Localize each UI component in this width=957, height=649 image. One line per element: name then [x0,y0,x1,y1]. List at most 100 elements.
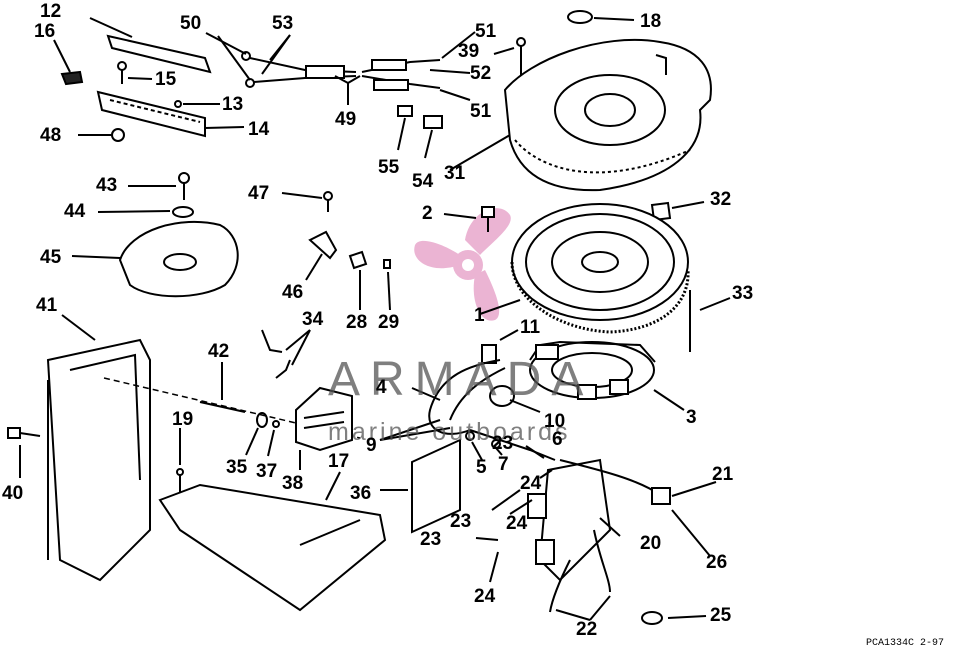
callout-9: 9 [366,435,377,456]
part-44-washer [97,206,194,218]
callout-12: 12 [40,1,62,22]
callout-23b: 23 [450,511,472,532]
callout-4: 4 [376,377,387,398]
callout-32: 32 [710,189,732,210]
callout-26: 26 [706,552,728,573]
reference-code: PCA1334C 2-97 [866,638,945,649]
part-4-wire-harness [379,359,556,461]
callout-21: 21 [712,464,734,485]
callout-51b: 51 [470,101,492,122]
callout-40: 40 [2,483,24,504]
callout-55: 55 [378,157,400,178]
callout-13: 13 [222,94,244,115]
callout-54: 54 [412,171,434,192]
callout-53: 53 [272,13,294,34]
part-43-screw [128,172,190,200]
part-13-screw [174,100,220,108]
callout-3: 3 [686,407,697,428]
part-12-bracket [89,17,212,74]
callout-29: 29 [378,312,400,333]
callout-41: 41 [36,295,58,316]
part-33-bolt [689,290,731,352]
callout-1: 1 [474,305,485,326]
part-55-54-connectors [397,105,443,159]
callout-22: 22 [576,619,598,640]
part-1-flywheel [479,203,690,334]
callout-19: 19 [172,409,194,430]
callout-38: 38 [282,473,304,494]
callout-24b: 24 [506,513,528,534]
watermark-subtitle: marine outboards [328,418,571,446]
part-48-nut [78,128,125,142]
callout-7: 7 [498,454,509,475]
callout-18: 18 [640,11,662,32]
callout-25: 25 [710,605,732,626]
callout-46: 46 [282,282,304,303]
part-42-rod [103,362,361,439]
callout-24c: 24 [474,586,496,607]
callout-31: 31 [444,163,466,184]
callout-15: 15 [155,69,177,90]
callout-35: 35 [226,457,248,478]
part-28-clip [348,250,368,310]
callout-23a: 23 [492,433,514,454]
part-25-clamp [641,611,707,625]
callout-2: 2 [422,203,433,224]
part-31-flywheel-cover [449,38,712,192]
callout-11: 11 [520,317,541,338]
callout-44: 44 [64,201,86,222]
part-21-harness [559,459,717,505]
part-20-bracket [527,458,621,582]
callout-48: 48 [40,125,62,146]
part-26-connector [671,509,711,557]
part-46-bracket [305,230,338,281]
callout-14: 14 [248,119,270,140]
part-15-screw [117,61,153,84]
callout-24a: 24 [520,473,542,494]
part-37-washer [267,420,280,457]
callout-43: 43 [96,175,118,196]
callout-10: 10 [544,411,566,432]
propeller-logo [414,208,511,321]
callout-47: 47 [248,183,270,204]
callout-17: 17 [328,451,350,472]
part-23-24-leads [475,445,553,583]
watermark-title: ARMADA [328,353,594,406]
callout-5: 5 [476,457,487,478]
part-14-terminal-block [96,90,245,138]
part-38-power-pack [295,386,353,470]
part-47-screw [281,191,333,212]
callout-20: 20 [640,533,662,554]
part-45-timer-base [71,221,239,298]
callout-49: 49 [335,109,357,130]
part-29-pin [383,259,391,311]
callout-51a: 51 [475,21,497,42]
callout-42: 42 [208,341,230,362]
callout-28: 28 [346,312,368,333]
part-18-cap [567,10,635,24]
part-35-spacer [245,412,268,456]
part-40-screw [7,427,41,478]
callout-34: 34 [302,309,324,330]
part-49-lead-assembly [205,31,476,105]
part-39-screw [493,37,526,80]
part-17-bracket [158,471,387,612]
part-22-ground-leads [549,529,611,621]
part-2-screw [443,206,495,232]
callout-37: 37 [256,461,278,482]
callout-16: 16 [34,21,56,42]
part-41-cover [46,314,151,582]
part-3-stator [529,340,685,411]
callout-23c: 23 [420,529,442,550]
callout-45: 45 [40,247,62,268]
part-34-lead [261,329,311,379]
part-16-clip [53,39,84,86]
callout-36: 36 [350,483,372,504]
callout-39: 39 [458,41,480,62]
callout-33: 33 [732,283,754,304]
callout-52: 52 [470,63,492,84]
callout-50: 50 [180,13,202,34]
callout-6: 6 [552,429,563,450]
